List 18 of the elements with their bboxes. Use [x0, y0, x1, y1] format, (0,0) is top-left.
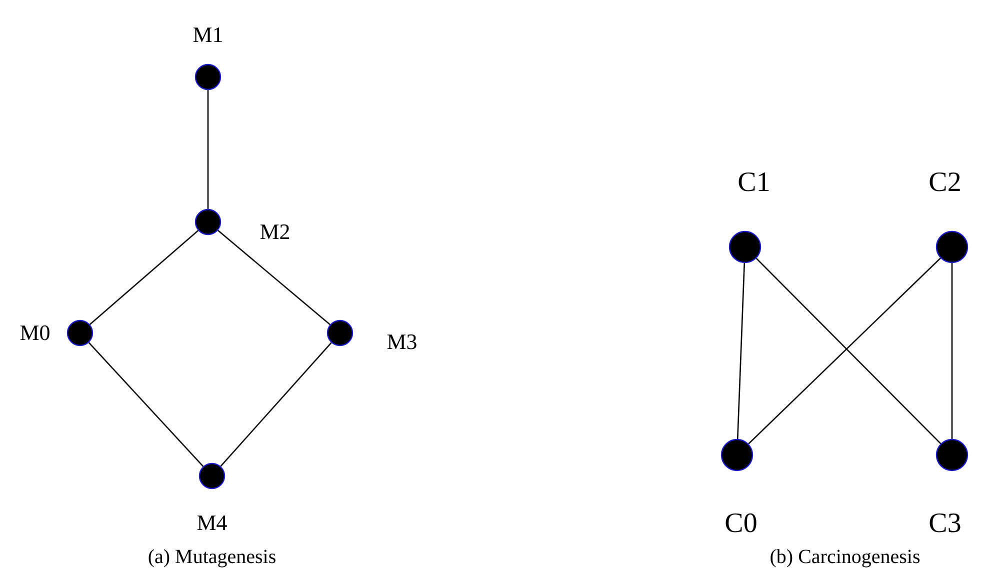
connector-line	[220, 342, 332, 467]
caption: (a) Mutagenesis	[148, 547, 276, 567]
connector-line	[207, 90, 209, 209]
connector-line	[951, 263, 953, 439]
node-label: C0	[724, 510, 758, 538]
node-label: M4	[196, 512, 228, 534]
node-label: M1	[192, 24, 224, 46]
node-label: M3	[386, 331, 418, 353]
node-label: C3	[928, 510, 962, 538]
connector-line	[218, 230, 330, 326]
node-label: M0	[20, 322, 50, 344]
connector-line	[88, 342, 204, 467]
connector-line	[89, 230, 199, 325]
node-label: C2	[928, 169, 962, 197]
connector-line	[736, 262, 746, 440]
caption: (b) Carcinogenesis	[770, 547, 920, 567]
node-label: M2	[260, 221, 290, 243]
node-label: C1	[738, 169, 770, 197]
